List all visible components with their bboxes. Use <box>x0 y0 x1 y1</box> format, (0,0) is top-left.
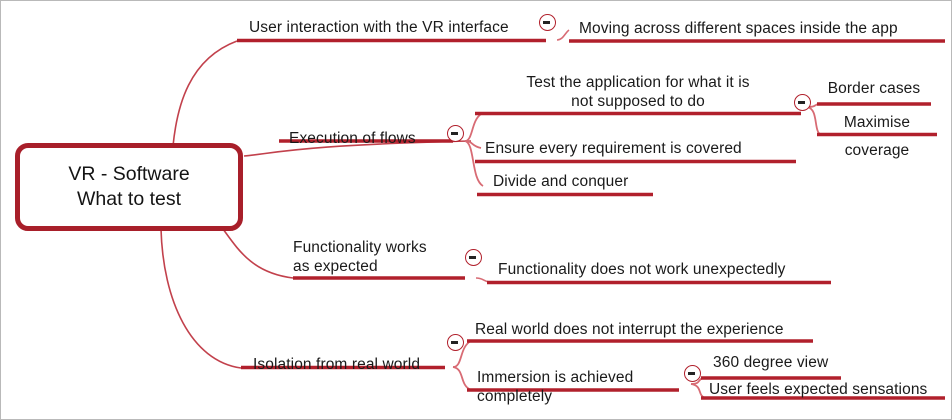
node-ensure-requirement-label[interactable]: Ensure every requirement is covered <box>485 140 742 157</box>
collapse-toggle-immersion[interactable] <box>684 365 701 382</box>
connector-iso-to-realworld <box>452 340 472 368</box>
node-execution-of-flows-label[interactable]: Execution of flows <box>289 130 416 147</box>
node-functionality-not-unexpected-label[interactable]: Functionality does not work unexpectedly <box>498 261 786 278</box>
connector-root-to-user-interaction <box>172 40 238 147</box>
connector-ui-to-moving <box>556 29 570 41</box>
connector-imm-to-sensations <box>690 383 706 399</box>
collapse-toggle-test-application[interactable] <box>794 94 811 111</box>
connector-root-to-functionality <box>222 228 294 279</box>
node-isolation-label[interactable]: Isolation from real world <box>253 356 421 373</box>
collapse-toggle-execution-of-flows[interactable] <box>447 125 464 142</box>
collapse-toggle-isolation[interactable] <box>447 334 464 351</box>
node-360-degree-view-label[interactable]: 360 degree view <box>713 354 829 371</box>
connector-iso-to-immersion <box>452 366 472 391</box>
node-divide-conquer-label[interactable]: Divide and conquer <box>493 173 629 190</box>
node-user-interaction-label[interactable]: User interaction with the VR interface <box>249 19 509 36</box>
collapse-toggle-user-interaction[interactable] <box>539 14 556 31</box>
connector-exec-to-divide <box>464 140 484 187</box>
node-moving-across-spaces-label[interactable]: Moving across different spaces inside th… <box>579 20 898 37</box>
collapse-toggle-functionality-works[interactable] <box>465 249 482 266</box>
node-user-feels-sensations-label[interactable]: User feels expected sensations <box>709 381 928 398</box>
connector-exec-to-test-app <box>464 113 482 142</box>
connector-root-to-isolation <box>160 228 242 369</box>
node-border-cases-label[interactable]: Border cases <box>827 80 921 97</box>
node-real-world-no-interrupt-label[interactable]: Real world does not interrupt the experi… <box>475 321 784 338</box>
